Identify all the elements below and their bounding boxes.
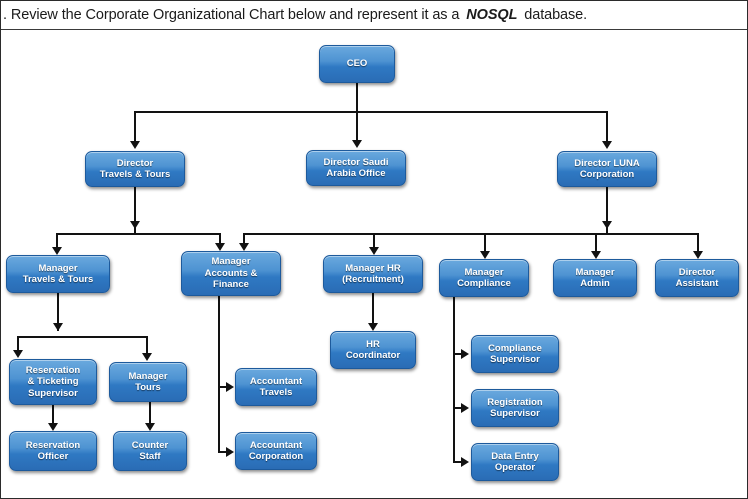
org-node-mgr_accounts[interactable]: Manager Accounts & Finance (181, 251, 281, 296)
question-text: . Review the Corporate Organizational Ch… (1, 7, 587, 23)
arrow-data-entry (461, 457, 469, 467)
question-header: . Review the Corporate Organizational Ch… (1, 1, 747, 30)
org-node-label: Director LUNA Corporation (574, 157, 640, 181)
org-node-ceo[interactable]: CEO (319, 45, 395, 83)
connector-left-bus (56, 233, 221, 235)
arrow-hr-coordinator (368, 323, 378, 331)
arrow-mgr-accounts-left (215, 243, 225, 251)
arrow-dir-travels (130, 141, 140, 149)
question-text-emphasis: NOSQL (466, 7, 518, 23)
arrow-comp-sup (461, 349, 469, 359)
connector-resticket-stem (52, 405, 54, 423)
org-node-label: Accountant Travels (249, 375, 303, 399)
org-node-mgr_admin[interactable]: Manager Admin (553, 259, 637, 297)
arrow-mgr-accounts-right (239, 243, 249, 251)
connector-drop-mgr-accounts-right (243, 233, 245, 243)
connector-drop-dir-assistant (697, 233, 699, 251)
org-node-label: Manager Travels & Tours (22, 262, 94, 286)
org-node-label: Director Saudi Arabia Office (323, 156, 389, 180)
org-node-res_ticket[interactable]: Reservation & Ticketing Supervisor (9, 359, 97, 405)
org-node-mgr_compliance[interactable]: Manager Compliance (439, 259, 529, 297)
arrow-reg-sup (461, 403, 469, 413)
question-text-prefix: . Review the Corporate Organizational Ch… (3, 7, 464, 23)
org-node-label: Registration Supervisor (487, 396, 543, 420)
org-node-label: Reservation Officer (25, 439, 81, 463)
arrow-mgr-hr (369, 247, 379, 255)
connector-comp-sup-arm (453, 353, 463, 355)
arrow-dirtravels-stem (130, 221, 140, 229)
org-node-acct_corp[interactable]: Accountant Corporation (235, 432, 317, 470)
arrow-counter-staff (145, 423, 155, 431)
arrow-dir-assistant (693, 251, 703, 259)
org-node-reg_sup[interactable]: Registration Supervisor (471, 389, 559, 427)
org-node-mgr_travels[interactable]: Manager Travels & Tours (6, 255, 110, 293)
org-node-label: Manager Tours (128, 370, 168, 394)
connector-acct-corp-arm (218, 451, 228, 453)
arrow-mgrtravels-stem (53, 323, 63, 331)
org-node-dir_luna[interactable]: Director LUNA Corporation (557, 151, 657, 187)
org-node-label: Accountant Corporation (248, 439, 304, 463)
connector-travels-sub-bus (17, 336, 147, 338)
connector-data-entry-arm (453, 461, 463, 463)
connector-drop-mgr-tours (146, 336, 148, 353)
org-node-label: Manager HR (Recruitment) (342, 262, 404, 286)
org-node-label: Reservation & Ticketing Supervisor (25, 364, 81, 399)
arrow-acct-travels (226, 382, 234, 392)
org-node-label: HR Coordinator (345, 338, 401, 362)
org-node-counter_staff[interactable]: Counter Staff (113, 431, 187, 471)
connector-drop-dir-saudi (356, 111, 358, 140)
arrow-mgr-tours (142, 353, 152, 361)
arrow-dirluna-stem (602, 221, 612, 229)
arrow-dir-saudi (352, 140, 362, 148)
connector-dirluna-stem (606, 187, 608, 233)
connector-mgrtours-stem (149, 402, 151, 423)
org-node-label: Director Assistant (675, 266, 719, 290)
org-node-label: Manager Accounts & Finance (204, 256, 258, 291)
connector-directors-bus (134, 111, 607, 113)
arrow-dir-luna (602, 141, 612, 149)
arrow-res-officer (48, 423, 58, 431)
connector-drop-mgr-accounts-left (219, 233, 221, 243)
connector-drop-dir-luna (606, 111, 608, 141)
org-node-dir_assistant[interactable]: Director Assistant (655, 259, 739, 297)
org-node-mgr_hr[interactable]: Manager HR (Recruitment) (323, 255, 423, 293)
connector-drop-mgr-hr (373, 233, 375, 247)
org-node-label: Compliance Supervisor (488, 342, 542, 366)
org-node-label: Manager Admin (575, 266, 615, 290)
org-node-data_entry[interactable]: Data Entry Operator (471, 443, 559, 481)
org-node-comp_sup[interactable]: Compliance Supervisor (471, 335, 559, 373)
connector-mgrtravels-stem (57, 293, 59, 331)
connector-dirtravels-stem (134, 187, 136, 233)
org-node-label: Data Entry Operator (491, 450, 539, 474)
arrow-mgr-travels (52, 247, 62, 255)
connector-ceo-stem (356, 83, 358, 111)
org-node-dir_travels[interactable]: Director Travels & Tours (85, 151, 185, 187)
org-node-mgr_tours[interactable]: Manager Tours (109, 362, 187, 402)
org-node-label: Director Travels & Tours (99, 157, 171, 181)
question-text-suffix: database. (520, 7, 588, 23)
arrow-res-ticket (13, 350, 23, 358)
org-node-acct_travels[interactable]: Accountant Travels (235, 368, 317, 406)
connector-drop-dir-travels (134, 111, 136, 141)
arrow-acct-corp (226, 447, 234, 457)
org-node-label: CEO (346, 58, 368, 70)
org-chart-canvas: CEO Director Travels & Tours Director Saud… (1, 31, 747, 498)
org-node-dir_saudi[interactable]: Director Saudi Arabia Office (306, 150, 406, 186)
arrow-mgr-admin (591, 251, 601, 259)
connector-reg-sup-arm (453, 407, 463, 409)
connector-drop-mgr-travels (56, 233, 58, 247)
connector-acct-travels-arm (218, 386, 228, 388)
connector-hr-stem (372, 293, 374, 323)
org-node-label: Counter Staff (131, 439, 169, 463)
org-node-res_officer[interactable]: Reservation Officer (9, 431, 97, 471)
connector-compliance-spine (453, 297, 455, 462)
connector-drop-mgr-compliance (484, 233, 486, 251)
org-node-hr_coord[interactable]: HR Coordinator (330, 331, 416, 369)
connector-drop-mgr-admin (595, 233, 597, 251)
connector-right-bus (243, 233, 697, 235)
connector-drop-res-ticket (17, 336, 19, 350)
org-node-label: Manager Compliance (457, 266, 511, 290)
arrow-mgr-compliance (480, 251, 490, 259)
connector-accounts-spine (218, 296, 220, 453)
